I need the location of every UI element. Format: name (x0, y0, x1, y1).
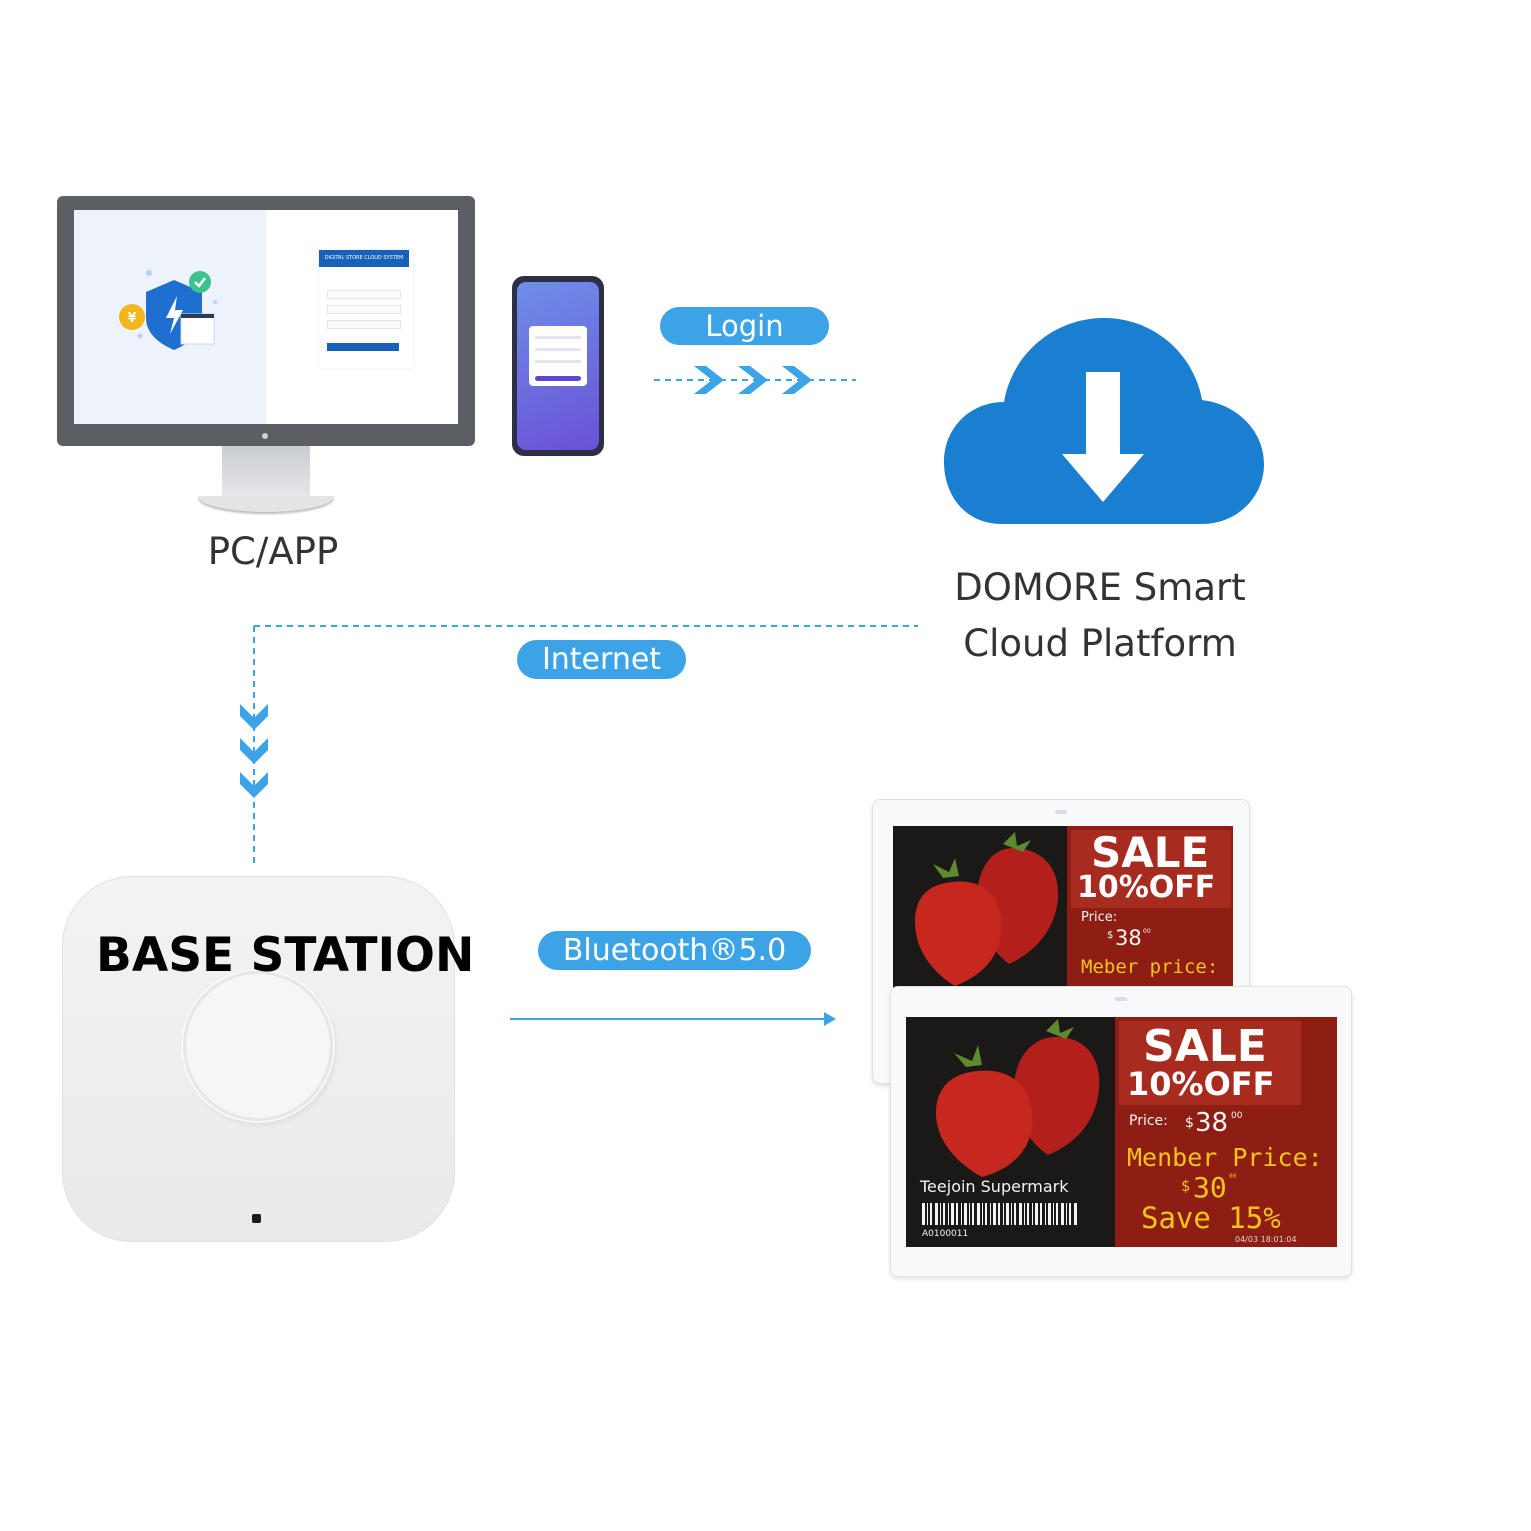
esl-label-front: Teejoin Supermark A0100011 SALE 10%O (890, 986, 1352, 1277)
monitor-screen: ¥ DIGITAL STORE CLOUD SYSTEM (74, 210, 458, 424)
chevron-right-icon (694, 366, 724, 394)
base-station-dome (186, 974, 330, 1118)
monitor-stand-base (198, 496, 334, 512)
discount-text: 10%OFF (1127, 1065, 1275, 1103)
system-title: DIGITAL STORE CLOUD SYSTEM (319, 250, 409, 267)
phone-field (535, 348, 581, 351)
barcode-id: A0100011 (922, 1229, 969, 1239)
timestamp: 04/03 18:01:04 (1235, 1235, 1297, 1244)
captcha-field (327, 320, 401, 329)
cloud-label-line1: DOMORE Smart (954, 566, 1246, 609)
strawberry-image (893, 826, 1068, 988)
svg-text:¥: ¥ (127, 311, 136, 326)
strawberry-icon (936, 1019, 1100, 1177)
sale-text: SALE (1143, 1021, 1267, 1072)
price-currency: $ (1185, 1115, 1194, 1131)
base-station-device (62, 876, 455, 1242)
login-button (327, 343, 399, 351)
smartphone (512, 276, 604, 456)
price-value: 38 (1115, 926, 1142, 950)
esl-back-red-panel: SALE 10%OFF Price: $ 38 00 Meber price: (1067, 826, 1233, 988)
chevron-right-icon (738, 366, 768, 394)
password-field (327, 305, 401, 314)
status-led (252, 1214, 261, 1223)
phone-login-button (535, 376, 581, 381)
sale-box (1071, 830, 1231, 908)
pc-app-label: PC/APP (207, 530, 339, 573)
chevron-down-icon (240, 738, 268, 764)
pc-monitor: ¥ DIGITAL STORE CLOUD SYSTEM (57, 196, 475, 446)
member-price-label: Menber Price: (1127, 1143, 1323, 1172)
login-pill: Login (660, 307, 829, 345)
member-currency: $ (1181, 1177, 1191, 1195)
esl-label-back: SALE 10%OFF Price: $ 38 00 Meber price: (872, 799, 1250, 1084)
barcode-icon (922, 1203, 1077, 1225)
internet-pill: Internet (517, 640, 686, 679)
chevron-down-icon (240, 772, 268, 798)
phone-login-card (529, 326, 587, 386)
screen-illustration-panel: ¥ (74, 210, 266, 424)
member-price-cents: 00 (1229, 1173, 1237, 1180)
save-text: Save 15% (1141, 1201, 1281, 1235)
esl-sensor (1055, 810, 1067, 814)
price-value: 38 (1195, 1108, 1229, 1138)
login-arrow (654, 366, 856, 394)
cloud-label-line2: Cloud Platform (963, 622, 1237, 665)
store-name: Teejoin Supermark (920, 1177, 1069, 1196)
esl-sensor (1115, 997, 1127, 1001)
price-label: Price: (1081, 910, 1118, 925)
strawberry-image: Teejoin Supermark A0100011 (906, 1017, 1116, 1247)
arrow-head-icon (824, 1012, 836, 1026)
monitor-stand-neck (222, 446, 310, 502)
esl-front-red-panel: SALE 10%OFF Price: $ 38 00 Menber Price:… (1115, 1017, 1337, 1247)
internet-connector (240, 625, 918, 863)
phone-field (535, 360, 581, 363)
monitor-power-dot (262, 433, 268, 439)
security-illustration: ¥ (119, 270, 217, 350)
username-field (327, 290, 401, 299)
member-price-value: 30 (1193, 1171, 1227, 1204)
cloud-label: DOMORE Smart Cloud Platform (920, 560, 1280, 672)
discount-text: 10%OFF (1077, 870, 1216, 905)
bluetooth-arrow (510, 1012, 836, 1026)
price-currency: $ (1107, 930, 1114, 941)
cloud-download-icon (944, 318, 1264, 524)
base-station-label: BASE STATION (96, 928, 475, 983)
chevron-right-icon (782, 366, 812, 394)
strawberry-icon (915, 832, 1059, 986)
sale-box (1119, 1021, 1301, 1105)
login-form: DIGITAL STORE CLOUD SYSTEM (319, 250, 413, 368)
member-price-label: Meber price: (1081, 956, 1219, 978)
sale-text: SALE (1091, 828, 1210, 877)
price-cents: 00 (1143, 928, 1151, 935)
phone-screen (517, 282, 599, 450)
bluetooth-pill: Bluetooth®5.0 (538, 931, 811, 970)
chevron-down-icon (240, 704, 268, 730)
price-cents: 00 (1231, 1111, 1243, 1121)
price-label: Price: (1129, 1113, 1168, 1129)
phone-field (535, 336, 581, 339)
